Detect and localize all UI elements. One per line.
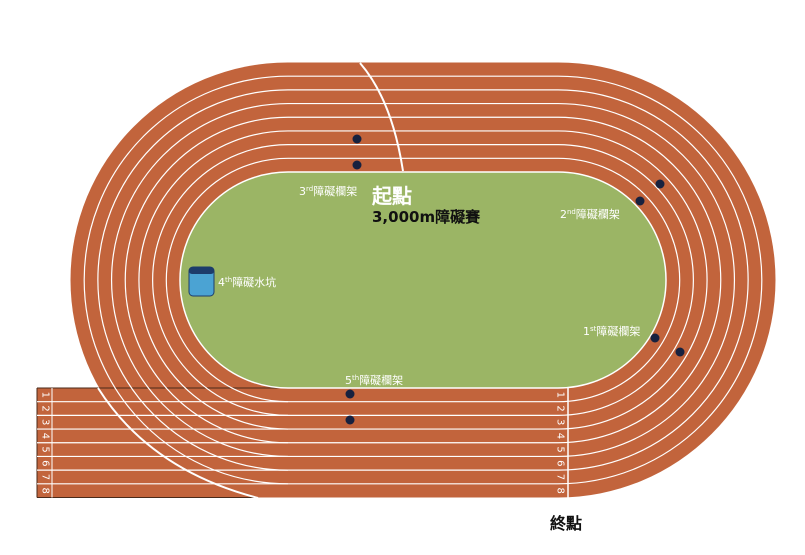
hurdle-marker [352,134,362,144]
lane-line [97,89,749,471]
start-title: 起點 [372,184,412,208]
finish-lane-number: 5 [555,446,566,452]
start-lane-number: 7 [40,474,51,480]
start-lane-number: 1 [40,392,51,398]
infield [179,171,667,389]
start-lane-number: 5 [40,446,51,452]
lane-line [166,157,680,403]
water-pit-top [189,267,214,274]
waterfall-start-line [97,387,259,499]
finish-title: 終點 [550,514,583,533]
finish-lane-number: 8 [555,487,566,493]
hurdle-marker [345,415,355,425]
lane-line [83,75,763,485]
start-lane-number: 6 [40,460,51,466]
start-lane-number: 4 [40,433,51,439]
finish-lane-number: 4 [555,433,566,439]
lane-line [111,102,735,458]
start-event: 3,000m障礙賽 [372,208,481,226]
hurdle-label-2: 2nd障礙欄架 [560,208,620,221]
hurdle-label-3: 3rd障礙欄架 [299,185,358,198]
finish-lane-number: 7 [555,474,566,480]
hurdle-marker [650,333,660,343]
hurdle-marker [675,347,685,357]
start-lane-number: 8 [40,487,51,493]
water-pit-label: 4th障礙水坑 [218,276,277,289]
hurdle-marker [635,196,645,206]
finish-lane-number: 2 [555,405,566,411]
start-lane-number: 2 [40,405,51,411]
start-line [359,62,404,172]
hurdle-label-1: 1st障礙欄架 [583,325,641,338]
lane-line [124,116,722,444]
hurdle-marker [345,389,355,399]
finish-lane-number: 1 [555,392,566,398]
hurdle-marker [352,160,362,170]
lane-line [152,144,694,416]
hurdle-marker [655,179,665,189]
finish-lane-number: 6 [555,460,566,466]
hurdle-label-5: 5th障礙欄架 [345,374,404,387]
lane-line [138,130,708,430]
finish-lane-number: 3 [555,419,566,425]
start-lane-number: 3 [40,419,51,425]
